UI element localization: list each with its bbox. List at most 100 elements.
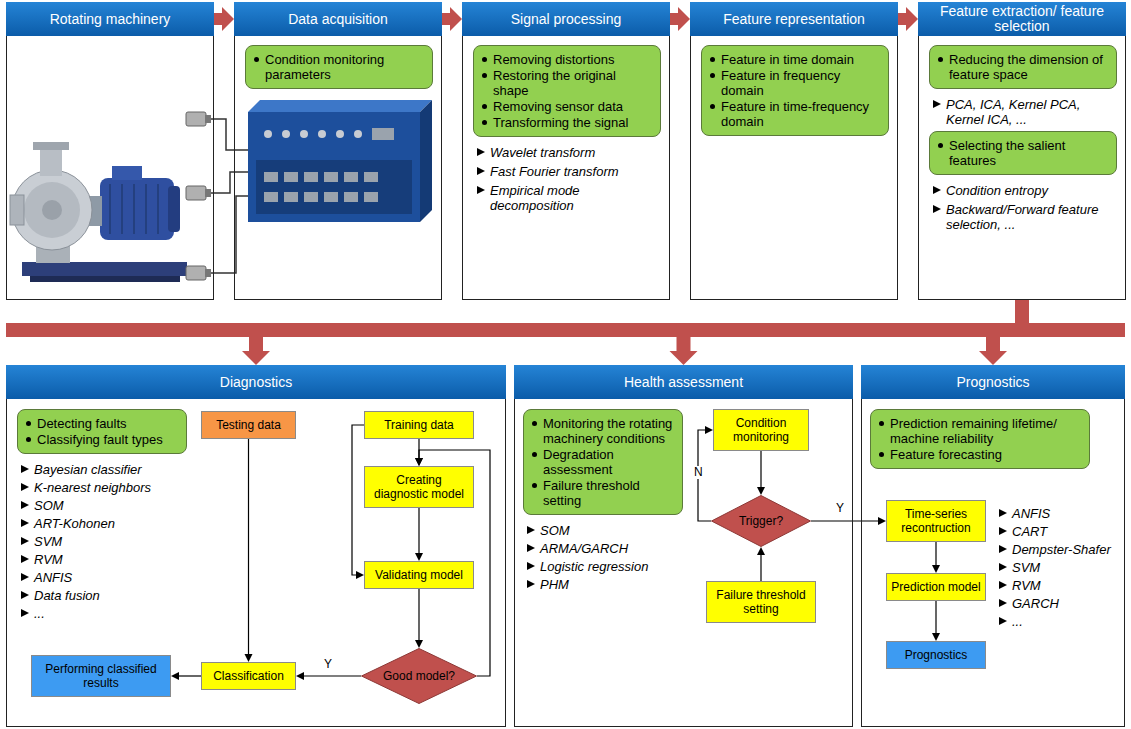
method-text: Dempster-Shafer — [1012, 542, 1111, 557]
connector-line — [418, 589, 419, 641]
method-item: Wavelet transform — [475, 145, 661, 160]
process-box: Failure threshold setting — [706, 581, 816, 623]
panel-header: Diagnostics — [6, 365, 506, 399]
method-item: RVM — [997, 578, 1121, 593]
method-text: Bayesian classifier — [34, 462, 142, 477]
connector — [415, 589, 423, 648]
bullet-text: Removing sensor data — [493, 99, 623, 114]
panel-title: Prognostics — [956, 375, 1029, 390]
bullet-text: Feature in time-frequency domain — [721, 99, 869, 129]
process-box: Time-series recontruction — [886, 500, 986, 542]
method-item: ANFIS — [19, 570, 187, 585]
method-item: PCA, ICA, Kernel PCA, Kernel ICA, ... — [931, 97, 1117, 127]
box-label: Validating model — [375, 568, 463, 582]
connector-line — [811, 520, 879, 521]
process-box: Classification — [201, 662, 296, 690]
result-box: Prognostics — [886, 641, 986, 669]
box-label: Prediction model — [891, 580, 980, 594]
bullet-item: Condition monitoring parameters — [252, 52, 426, 82]
panel-title: Signal processing — [511, 12, 622, 27]
bullet-text: Prediction remaining lifetime/ machine r… — [890, 416, 1057, 446]
method-text: K-nearest neighbors — [34, 480, 151, 495]
arrow-head — [171, 672, 179, 680]
connector-line — [418, 508, 419, 554]
method-item: Logistic regression — [525, 559, 683, 574]
method-text: RVM — [1012, 578, 1041, 593]
connector-line — [993, 300, 1022, 353]
connector — [415, 508, 423, 561]
panel-header: Rotating machinery — [6, 2, 214, 36]
bullet-item: Degradation assessment — [530, 447, 676, 477]
method-text: Fast Fourier transform — [490, 164, 619, 179]
connector-line — [760, 554, 761, 581]
method-item: Data fusion — [19, 588, 187, 603]
flow-arrow — [670, 7, 690, 31]
panel-header: Feature representation — [690, 2, 898, 36]
bullet-item: Transforming the signal — [480, 115, 654, 130]
connector — [757, 451, 765, 495]
method-item: ART-Kohonen — [19, 516, 187, 531]
bullet-item: Restoring the original shape — [480, 68, 654, 98]
method-item: Condition entropy — [931, 183, 1117, 198]
method-item: SOM — [525, 523, 683, 538]
box-label: Time-series recontruction — [891, 507, 981, 535]
method-text: ANFIS — [34, 570, 72, 585]
info-box: Selecting the salient features — [929, 131, 1117, 175]
bullet-item: Reducing the dimension of feature space — [936, 52, 1110, 82]
bullet-text: Monitoring the rotating machinery condit… — [543, 416, 672, 446]
panel-title: Health assessment — [624, 375, 743, 390]
pump-illustration — [10, 142, 187, 282]
bullet-item: Feature in time-frequency domain — [708, 99, 882, 129]
process-box: Training data — [364, 411, 474, 439]
edge-label: N — [692, 466, 705, 479]
sensor-wires — [211, 119, 250, 273]
panel-title: Rotating machinery — [50, 12, 171, 27]
method-text: Wavelet transform — [490, 145, 595, 160]
bullet-item: Removing sensor data — [480, 99, 654, 114]
method-text: ART-Kohonen — [34, 516, 115, 531]
method-item: CART — [997, 524, 1121, 539]
flow-arrow — [214, 7, 234, 31]
box-label: Condition monitoring — [718, 416, 804, 444]
panel-title: Feature extraction/ feature selection — [922, 4, 1122, 34]
arrow-head — [222, 7, 234, 31]
panel-header: Data acquisition — [234, 2, 442, 36]
box-label: Testing data — [216, 418, 281, 432]
arrow-head — [296, 672, 304, 680]
stage-panel: Feature extraction/ feature selectionPCA… — [918, 2, 1126, 300]
arrow-head — [878, 517, 886, 525]
bullet-text: Reducing the dimension of feature space — [949, 52, 1103, 82]
arrow-head — [757, 547, 765, 555]
info-box: Feature in time domainFeature in frequen… — [701, 45, 889, 136]
arrow-head — [415, 458, 423, 466]
panel-title: Data acquisition — [288, 12, 388, 27]
connector — [296, 672, 361, 680]
decision-text: Trigger? — [739, 514, 783, 528]
arrow-head — [242, 351, 270, 365]
bullet-text: Condition monitoring parameters — [265, 52, 384, 82]
box-label: Performing classified results — [36, 662, 166, 690]
panel-header: Health assessment — [514, 365, 853, 399]
bullet-item: Monitoring the rotating machinery condit… — [530, 416, 676, 446]
arrow-head — [356, 571, 364, 579]
connector-line — [935, 601, 936, 634]
stage-panel: DiagnosticsBayesian classifierK-nearest … — [6, 365, 506, 727]
connector-line — [352, 425, 364, 575]
info-box: Monitoring the rotating machinery condit… — [523, 409, 683, 515]
method-item: Fast Fourier transform — [475, 164, 661, 179]
arrow-head — [932, 633, 940, 641]
method-text: Condition entropy — [946, 183, 1048, 198]
method-item: ARMA/GARCH — [525, 541, 683, 556]
arrow-head — [415, 458, 423, 466]
panel-title: Feature representation — [723, 12, 865, 27]
bullet-item: Removing distortions — [480, 52, 654, 67]
edge-label: Y — [834, 502, 846, 515]
flow-arrow — [979, 300, 1022, 365]
flow-arrow — [242, 300, 1022, 365]
connector-line — [935, 542, 936, 566]
method-text: PHM — [540, 577, 569, 592]
flow-arrow — [442, 7, 462, 31]
flow-arrow — [670, 300, 1023, 365]
bullet-text: Restoring the original shape — [493, 68, 616, 98]
